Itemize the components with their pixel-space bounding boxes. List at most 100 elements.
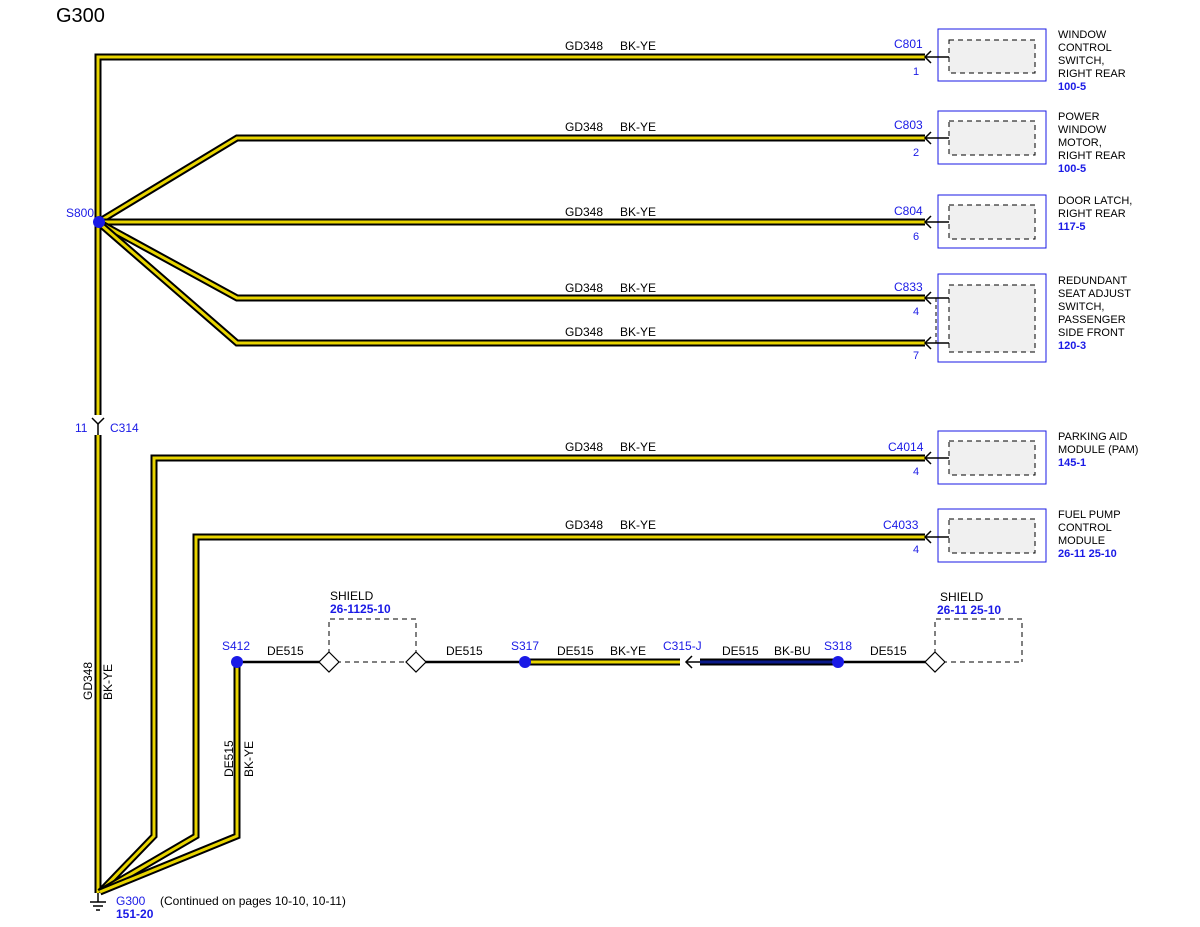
shield-label: SHIELD [940, 590, 984, 604]
wire-label-circuit: GD348 [565, 518, 603, 532]
component-parking-aid-module[interactable]: C4014 4 PARKING AID MODULE (PAM) 145-1 [888, 430, 1138, 485]
connector-pin: 4 [913, 306, 919, 318]
component-ref-link[interactable]: 117-5 [1058, 221, 1086, 233]
wire-label-color: BK-YE [620, 120, 656, 134]
connector-c315j-label: C315-J [663, 639, 702, 653]
component-label-line: FUEL PUMP [1058, 509, 1121, 521]
de515-label: DE515 [557, 644, 594, 658]
de515-color-label: BK-YE [610, 644, 646, 658]
connector-id: C4014 [888, 440, 924, 454]
connector-pin: 6 [913, 231, 919, 243]
wire-label-circuit: GD348 [565, 440, 603, 454]
component-window-control-switch[interactable]: C801 1 WINDOW CONTROL SWITCH, RIGHT REAR… [894, 28, 1126, 93]
component-label-line: SIDE FRONT [1058, 327, 1125, 339]
connector-pin: 1 [913, 66, 919, 78]
left-wire-circuit: GD348 [81, 662, 95, 700]
shield-ground-diamond [924, 651, 946, 673]
component-door-latch[interactable]: C804 6 DOOR LATCH, RIGHT REAR 117-5 [894, 194, 1132, 249]
component-label-line: SWITCH, [1058, 301, 1104, 313]
splice-s412-label: S412 [222, 639, 250, 653]
component-label-line: MODULE [1058, 535, 1105, 547]
component-label-line: RIGHT REAR [1058, 68, 1126, 80]
ground-g300[interactable]: G300 151-20 (Continued on pages 10-10, 1… [90, 893, 346, 921]
shield-ref-link[interactable]: 26-1125-10 [330, 602, 391, 616]
connector-id: C833 [894, 280, 923, 294]
component-label-line: POWER [1058, 111, 1100, 123]
connector-id: C4033 [883, 518, 919, 532]
wire-label-circuit: GD348 [565, 39, 603, 53]
wire-label-color: BK-YE [620, 440, 656, 454]
shield-ground-diamond [318, 651, 340, 673]
wire-label-circuit: GD348 [565, 281, 603, 295]
de515-label: DE515 [446, 644, 483, 658]
ground-note: (Continued on pages 10-10, 10-11) [160, 894, 346, 908]
page-title: G300 [56, 5, 105, 27]
component-ref-link[interactable]: 100-5 [1058, 163, 1086, 175]
splice-s412-dot[interactable] [231, 656, 243, 668]
connector-c314[interactable]: 11 C314 [75, 417, 139, 435]
connector-c314-label: C314 [110, 421, 139, 435]
component-ref-link[interactable]: 26-11 25-10 [1058, 548, 1117, 560]
splice-s800-dot[interactable] [93, 216, 105, 228]
shielded-circuit-de515: S412 S317 S318 C315-J DE515 DE515 DE515 … [222, 589, 1023, 777]
left-wire-label: GD348 BK-YE [81, 662, 115, 700]
component-label-line: SEAT ADJUST [1058, 288, 1131, 300]
component-fuel-pump-control-module[interactable]: C4033 4 FUEL PUMP CONTROL MODULE 26-11 2… [883, 508, 1121, 563]
component-label-line: WINDOW [1058, 29, 1107, 41]
splice-s318-label: S318 [824, 639, 852, 653]
connector-pin: 4 [913, 544, 919, 556]
wire-label-color: BK-YE [620, 281, 656, 295]
de515-color-label: BK-BU [774, 644, 811, 658]
component-label-line: WINDOW [1058, 124, 1107, 136]
wires-gd348 [94, 53, 925, 896]
de515-label: DE515 [722, 644, 759, 658]
component-label-line: RIGHT REAR [1058, 150, 1126, 162]
component-label-line: MOTOR, [1058, 137, 1102, 149]
connector-pin: 2 [913, 147, 919, 159]
splice-s318-dot[interactable] [832, 656, 844, 668]
wire-label-circuit: GD348 [565, 120, 603, 134]
component-ref-link[interactable]: 145-1 [1058, 457, 1086, 469]
connector-id: C803 [894, 118, 923, 132]
connector-pin: 4 [913, 466, 919, 478]
ground-label: G300 [116, 894, 146, 908]
component-redundant-seat-adjust-switch[interactable]: C833 4 7 REDUNDANT SEAT ADJUST SWITCH, P… [894, 273, 1131, 363]
component-label-line: CONTROL [1058, 522, 1112, 534]
de515-vertical-color: BK-YE [242, 741, 256, 777]
component-label-line: MODULE (PAM) [1058, 444, 1138, 456]
component-label-line: PASSENGER [1058, 314, 1126, 326]
connector-id: C801 [894, 37, 923, 51]
wire-label-color: BK-YE [620, 518, 656, 532]
de515-label: DE515 [870, 644, 907, 658]
wire-labels: GD348 BK-YE GD348 BK-YE GD348 BK-YE GD34… [565, 39, 656, 532]
component-label-line: PARKING AID [1058, 431, 1128, 443]
shield-label: SHIELD [330, 589, 374, 603]
component-label-line: REDUNDANT [1058, 275, 1127, 287]
wire-label-color: BK-YE [620, 325, 656, 339]
splice-s317-dot[interactable] [519, 656, 531, 668]
component-label-line: RIGHT REAR [1058, 208, 1126, 220]
component-ref-link[interactable]: 100-5 [1058, 81, 1086, 93]
wire-label-circuit: GD348 [565, 205, 603, 219]
de515-vertical-circuit: DE515 [222, 740, 236, 777]
wire-label-circuit: GD348 [565, 325, 603, 339]
component-label-line: SWITCH, [1058, 55, 1104, 67]
wire-label-color: BK-YE [620, 39, 656, 53]
component-label-line: DOOR LATCH, [1058, 195, 1132, 207]
left-wire-color: BK-YE [101, 664, 115, 700]
de515-label: DE515 [267, 644, 304, 658]
shield-ref-link[interactable]: 26-11 25-10 [937, 603, 1001, 617]
component-label-line: CONTROL [1058, 42, 1112, 54]
splice-s317-label: S317 [511, 639, 539, 653]
component-ref-link[interactable]: 120-3 [1058, 340, 1086, 352]
shield-ground-diamond [405, 651, 427, 673]
connector-c314-pin: 11 [75, 421, 88, 435]
ground-ref-link[interactable]: 151-20 [116, 907, 154, 921]
connector-id: C804 [894, 204, 923, 218]
wire-label-color: BK-YE [620, 205, 656, 219]
connector-pin-2: 7 [913, 350, 919, 362]
component-power-window-motor[interactable]: C803 2 POWER WINDOW MOTOR, RIGHT REAR 10… [894, 110, 1126, 175]
splice-s800-label: S800 [66, 206, 94, 220]
